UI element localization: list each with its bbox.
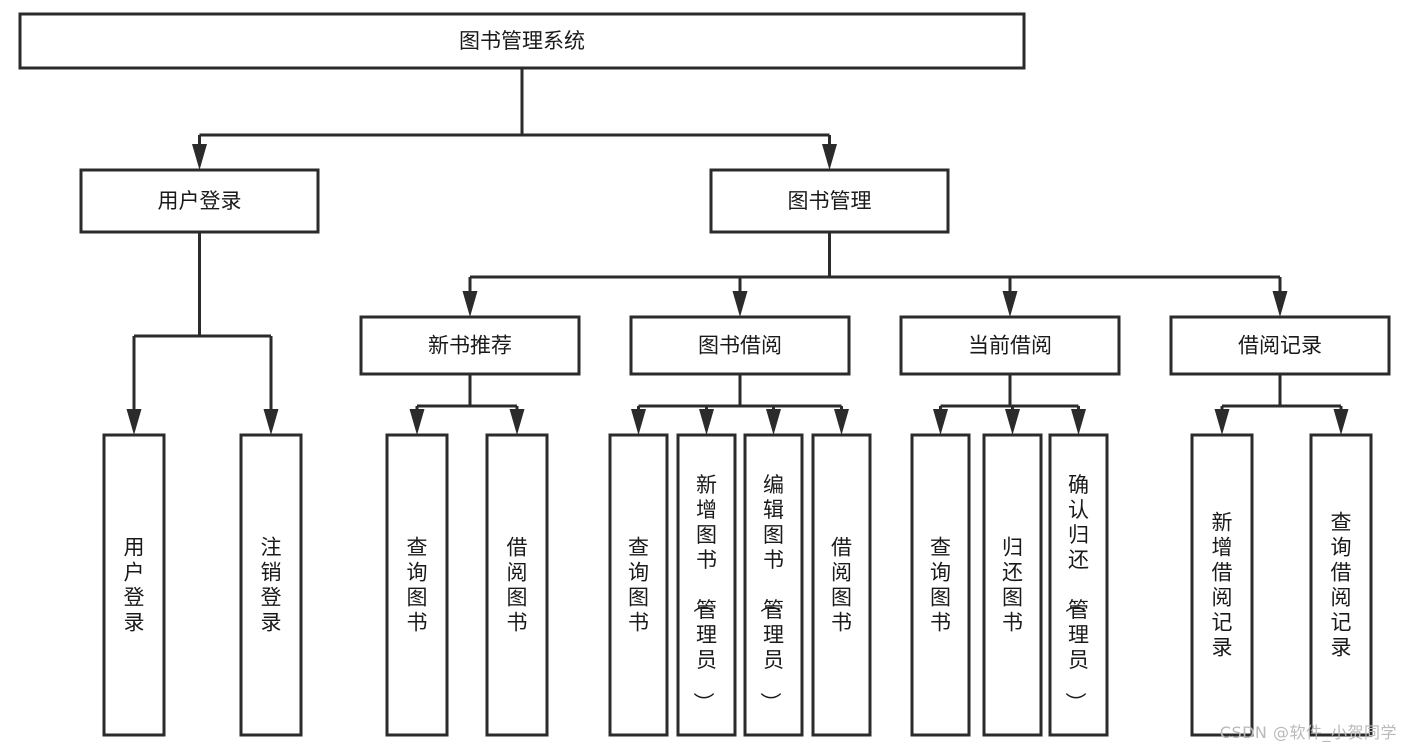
node-new-book-rec[interactable]: 新书推荐 [359, 315, 581, 376]
node-leaf-borrow-book-2[interactable]: 借阅图书 [811, 433, 872, 737]
node-leaf-add-book[interactable]: 新增图书（管理员） [676, 433, 737, 737]
arrow-head-icon [1071, 409, 1086, 435]
arrow-head-icon [1005, 409, 1020, 435]
node-leaf-query-book-3[interactable]: 查询图书 [910, 433, 971, 737]
arrow-head-icon [409, 409, 425, 435]
node-box[interactable] [385, 433, 449, 737]
connector-layer [126, 68, 1349, 435]
node-label: 图书借阅 [698, 334, 782, 358]
node-leaf-add-record[interactable]: 新增借阅记录 [1190, 433, 1254, 737]
arrow-head-icon [126, 409, 142, 435]
node-label: 编辑图书（管理员） [758, 473, 784, 713]
node-label: 当前借阅 [968, 334, 1052, 358]
arrow-head-icon [766, 409, 781, 435]
arrow-head-icon [699, 409, 714, 435]
node-borrow-record[interactable]: 借阅记录 [1169, 315, 1391, 376]
node-label: 归还图书 [1002, 536, 1023, 635]
node-label: 查询图书 [628, 536, 649, 635]
node-box[interactable] [102, 433, 166, 737]
arrow-head-icon [509, 409, 525, 435]
node-leaf-borrow-book-1[interactable]: 借阅图书 [485, 433, 549, 737]
connector-group [631, 374, 849, 435]
node-box[interactable] [79, 168, 320, 234]
connector-group [409, 374, 525, 435]
node-leaf-query-book-1[interactable]: 查询图书 [385, 433, 449, 737]
arrow-head-icon [263, 409, 279, 435]
node-box[interactable] [982, 433, 1043, 737]
node-box[interactable] [1169, 315, 1391, 376]
node-leaf-confirm-return[interactable]: 确认归还（管理员） [1048, 433, 1109, 737]
node-label: 借阅图书 [831, 536, 852, 635]
node-label: 查询图书 [930, 536, 951, 635]
node-book-borrow[interactable]: 图书借阅 [629, 315, 851, 376]
arrow-head-icon [462, 291, 478, 317]
node-box[interactable] [608, 433, 669, 737]
arrow-head-icon [822, 144, 837, 170]
node-box[interactable] [485, 433, 549, 737]
arrow-head-icon [1272, 291, 1288, 317]
node-label: 图书管理系统 [459, 29, 585, 53]
node-label: 确认归还（管理员） [1063, 473, 1089, 713]
connector-group [933, 374, 1086, 435]
node-leaf-return-book[interactable]: 归还图书 [982, 433, 1043, 737]
connector-group [462, 232, 1288, 317]
node-label: 查询借阅记录 [1331, 511, 1352, 660]
connector-group [1214, 374, 1349, 435]
node-box[interactable] [18, 12, 1026, 70]
node-user-login[interactable]: 用户登录 [79, 168, 320, 234]
node-root[interactable]: 图书管理系统 [18, 12, 1026, 70]
node-leaf-logout[interactable]: 注销登录 [239, 433, 303, 737]
arrow-head-icon [933, 409, 948, 435]
node-box[interactable] [676, 433, 737, 737]
arrow-head-icon [1002, 291, 1018, 317]
node-label: 图书管理 [788, 189, 872, 213]
node-leaf-edit-book[interactable]: 编辑图书（管理员） [743, 433, 804, 737]
connector-group [192, 68, 837, 170]
node-box[interactable] [910, 433, 971, 737]
node-book-manage[interactable]: 图书管理 [709, 168, 950, 234]
node-box[interactable] [811, 433, 872, 737]
arrow-head-icon [732, 291, 748, 317]
arrow-head-icon [1214, 409, 1230, 435]
node-box[interactable] [709, 168, 950, 234]
node-box[interactable] [239, 433, 303, 737]
node-label: 注销登录 [261, 536, 282, 635]
node-box[interactable] [1190, 433, 1254, 737]
csdn-watermark: CSDN @软件_小贺同学 [1219, 723, 1397, 742]
arrow-head-icon [631, 409, 646, 435]
node-current-borrow[interactable]: 当前借阅 [899, 315, 1121, 376]
node-label: 用户登录 [158, 189, 242, 213]
connector-group [126, 232, 279, 435]
node-leaf-query-record[interactable]: 查询借阅记录 [1309, 433, 1373, 737]
node-box[interactable] [359, 315, 581, 376]
node-box[interactable] [1309, 433, 1373, 737]
node-label: 新增借阅记录 [1212, 511, 1233, 660]
node-leaf-query-book-2[interactable]: 查询图书 [608, 433, 669, 737]
arrow-head-icon [834, 409, 849, 435]
node-label: 新增图书（管理员） [691, 473, 717, 713]
node-leaf-user-login[interactable]: 用户登录 [102, 433, 166, 737]
node-label: 用户登录 [124, 536, 145, 635]
node-box[interactable] [743, 433, 804, 737]
node-box[interactable] [629, 315, 851, 376]
node-label: 新书推荐 [428, 334, 512, 358]
arrow-head-icon [1333, 409, 1349, 435]
node-label: 借阅图书 [507, 536, 528, 635]
node-layer: 图书管理系统用户登录图书管理新书推荐图书借阅当前借阅借阅记录用户登录注销登录查询… [18, 12, 1391, 737]
node-box[interactable] [1048, 433, 1109, 737]
arrow-head-icon [192, 144, 207, 170]
node-label: 借阅记录 [1238, 334, 1322, 358]
node-label: 查询图书 [407, 536, 428, 635]
node-box[interactable] [899, 315, 1121, 376]
